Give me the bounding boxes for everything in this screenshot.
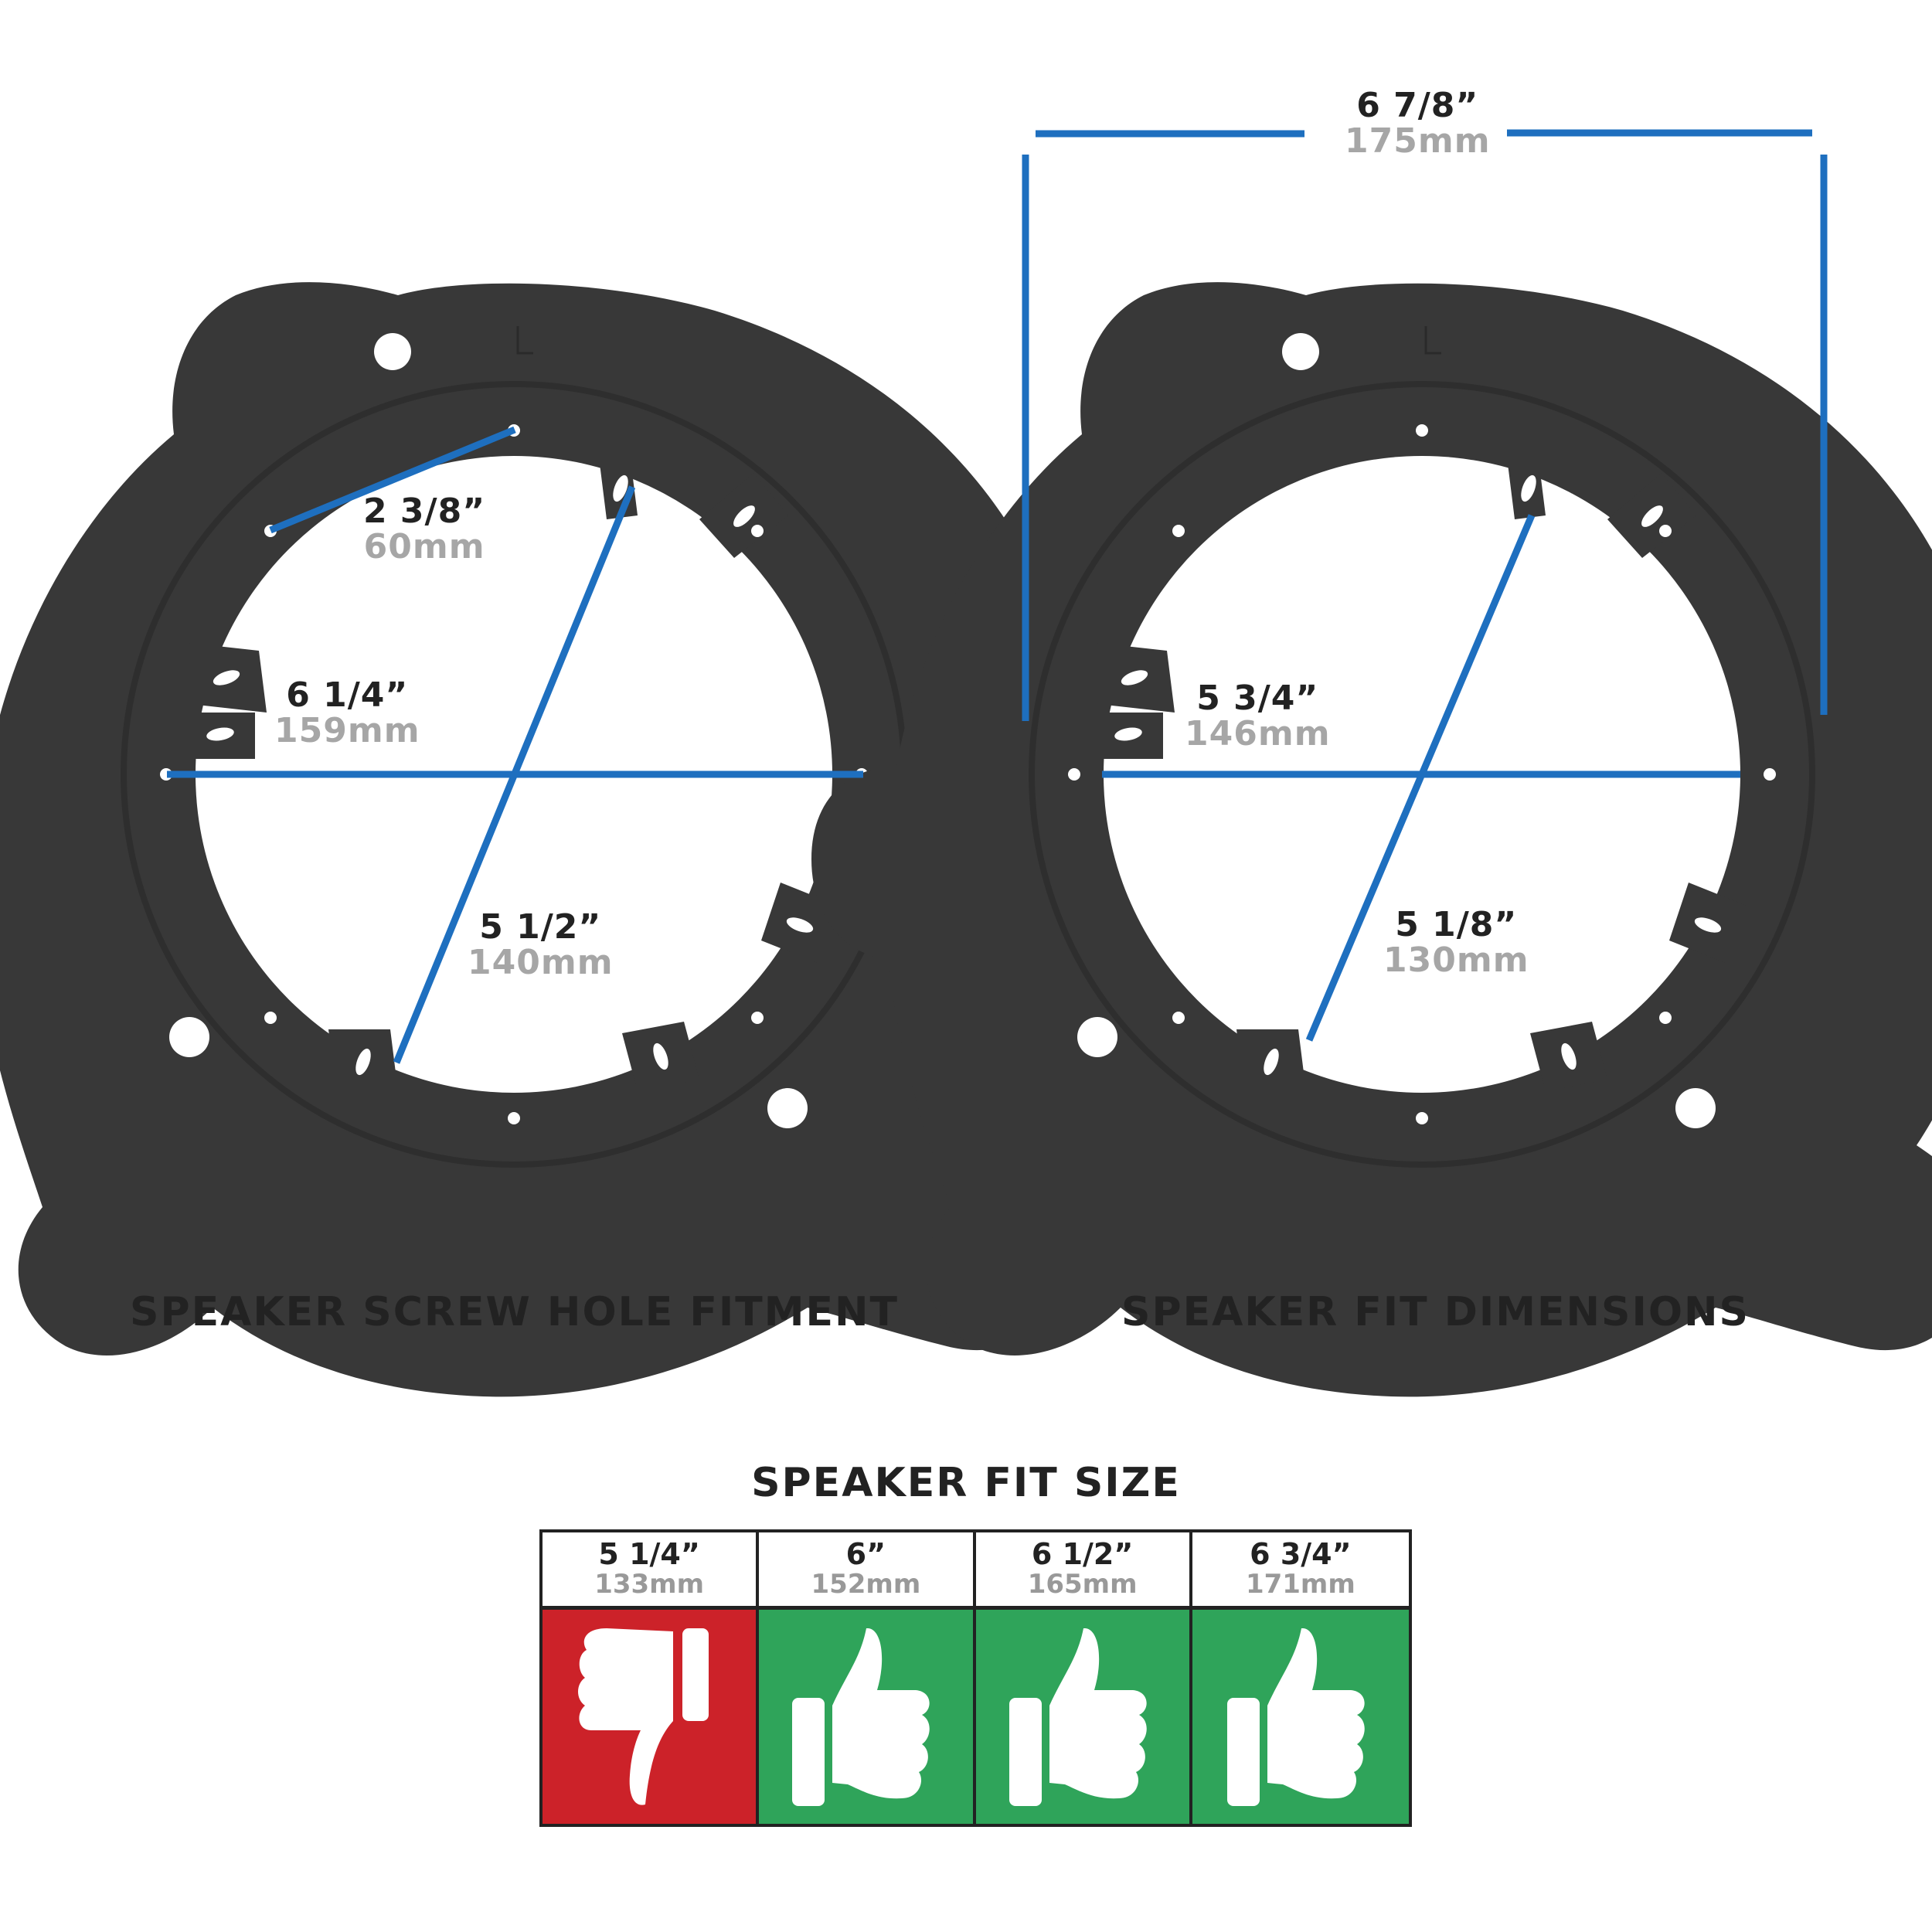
mm-value: 165mm	[1027, 1568, 1138, 1600]
left-dim-horizontal: 6 1/4” 159mm	[274, 679, 420, 748]
fit-header-6: 6” 152mm	[759, 1532, 976, 1610]
fit-size-table: 5 1/4” 133mm 6” 152mm 6 1/2” 165mm 6 3/4…	[539, 1529, 1412, 1827]
mm-value: 133mm	[594, 1568, 705, 1600]
right-dim-horizontal: 5 3/4” 146mm	[1185, 682, 1331, 751]
left-dim-hole-spacing: 2 3/8” 60mm	[363, 495, 485, 564]
mm-value: 175mm	[1345, 121, 1491, 161]
inch-value: 2 3/8”	[363, 492, 486, 531]
mm-value: 146mm	[1185, 714, 1331, 753]
diagonal-line	[1305, 514, 1536, 1042]
fit-result-6-1-2	[975, 1610, 1192, 1824]
mm-value: 60mm	[363, 527, 485, 566]
thumbs-up-icon	[1226, 1628, 1365, 1806]
left-dim-diagonal: 5 1/2” 140mm	[468, 910, 614, 980]
fit-result-6	[759, 1610, 976, 1824]
right-ring	[811, 282, 1932, 1396]
inch-value: 5 1/4”	[598, 1536, 700, 1571]
inch-value: 5 1/2”	[479, 907, 602, 947]
mm-value: 130mm	[1383, 940, 1529, 980]
mm-value: 152mm	[811, 1568, 921, 1600]
inch-value: 6 3/4”	[1250, 1536, 1352, 1571]
inch-value: 5 3/4”	[1196, 679, 1319, 718]
hole-spacing-line	[269, 426, 516, 534]
right-dim-diagonal: 5 1/8” 130mm	[1383, 908, 1529, 978]
fit-result-6-3-4	[1192, 1610, 1409, 1824]
inch-value: 5 1/8”	[1395, 905, 1518, 944]
left-measure-lines	[167, 426, 863, 1064]
mm-value: 159mm	[274, 711, 420, 750]
inch-value: 6”	[845, 1536, 886, 1571]
inch-value: 6 1/2”	[1031, 1536, 1134, 1571]
caption-screw-hole-fitment: SPEAKER SCREW HOLE FITMENT	[130, 1289, 900, 1335]
inch-value: 6 7/8”	[1356, 86, 1479, 125]
caption-fit-dimensions: SPEAKER FIT DIMENSIONS	[1121, 1289, 1750, 1335]
mm-value: 140mm	[468, 943, 614, 982]
thumbs-up-icon	[792, 1628, 930, 1806]
fit-result-5-1-4	[543, 1610, 760, 1824]
fit-header-6-1-2: 6 1/2” 165mm	[975, 1532, 1192, 1610]
right-measure-lines	[1022, 129, 1828, 1042]
fit-size-title: SPEAKER FIT SIZE	[751, 1460, 1181, 1506]
fit-header-6-3-4: 6 3/4” 171mm	[1192, 1532, 1409, 1610]
right-dim-overall-width: 6 7/8” 175mm	[1345, 89, 1491, 158]
inch-value: 6 1/4”	[286, 675, 409, 715]
thumbs-up-icon	[1009, 1628, 1147, 1806]
diagonal-line	[393, 485, 636, 1064]
thumbs-down-icon	[578, 1628, 709, 1805]
fit-header-5-1-4: 5 1/4” 133mm	[543, 1532, 760, 1610]
mm-value: 171mm	[1245, 1568, 1355, 1600]
